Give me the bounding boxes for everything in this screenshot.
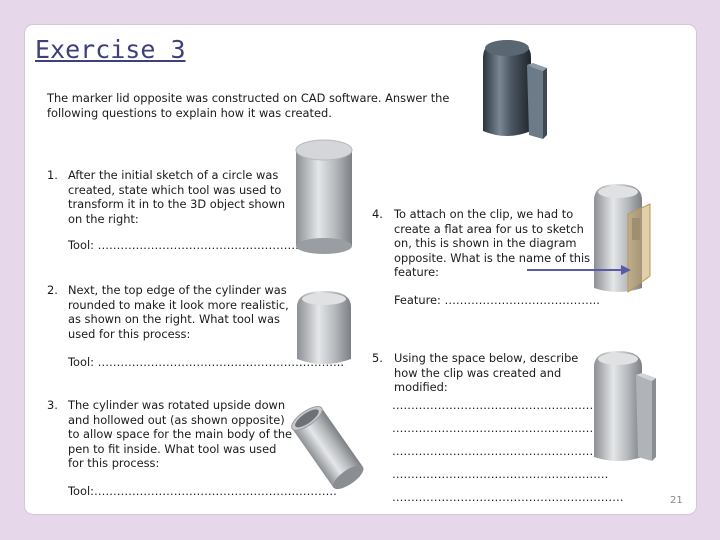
page-title: Exercise 3	[35, 35, 186, 64]
extruded-cylinder-image	[295, 139, 353, 254]
q5-answer-line[interactable]: …………………………………………………	[392, 467, 609, 481]
q2-number: 2.	[47, 283, 58, 297]
arrow-to-plane-icon	[527, 265, 631, 275]
q5-number: 5.	[372, 351, 383, 365]
q2-text: Next, the top edge of the cylinder was r…	[68, 283, 289, 341]
q4-answer-line[interactable]: Feature: …………………………………..	[394, 293, 600, 307]
q4-number: 4.	[372, 207, 383, 221]
marker-lid-clip-image	[594, 351, 656, 461]
q1-answer-line[interactable]: Tool: ………………………………………………………	[68, 238, 337, 252]
q5-answer-line[interactable]: …………………………………………………	[392, 421, 609, 435]
q3-number: 3.	[47, 398, 58, 412]
q3-text: The cylinder was rotated upside down and…	[68, 398, 293, 471]
q4-text: To attach on the clip, we had to create …	[394, 207, 591, 280]
q2-answer-line[interactable]: Tool: ………………………………………………………..	[68, 355, 345, 369]
q3-answer-line[interactable]: Tool:……………………………………………………….	[68, 484, 337, 498]
intro-text: The marker lid opposite was constructed …	[47, 91, 450, 120]
slide: Exercise 3 The marker lid opposite was c…	[25, 25, 696, 514]
q1-number: 1.	[47, 168, 58, 182]
marker-lid-final-image	[483, 40, 547, 139]
cylinder-with-plane-image	[594, 184, 651, 293]
filleted-cylinder-image	[297, 291, 351, 364]
q1-text: After the initial sketch of a circle was…	[68, 168, 286, 226]
q5-answer-line[interactable]: …………………………………………………	[392, 398, 609, 412]
q5-answer-line[interactable]: …………………………………………………….	[392, 490, 624, 504]
q5-text: Using the space below, describe how the …	[394, 351, 579, 395]
q5-answer-line[interactable]: …………………………………………………	[392, 444, 609, 458]
shelled-cylinder-image	[291, 406, 364, 490]
page-number: 21	[670, 495, 683, 506]
